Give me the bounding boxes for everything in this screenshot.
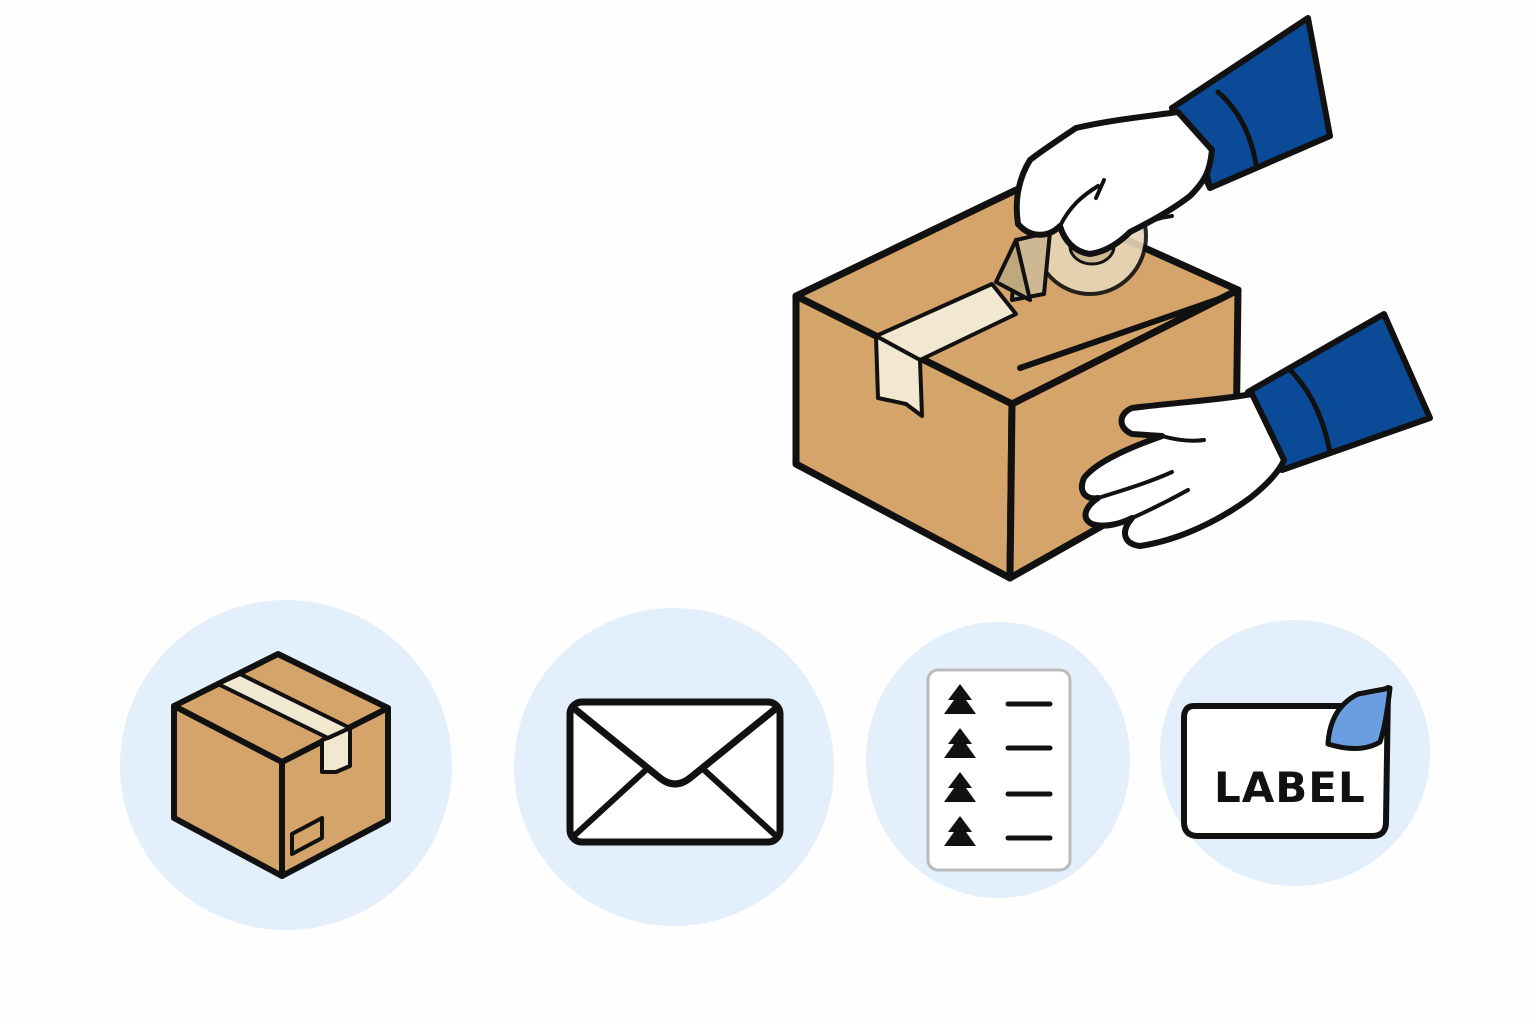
label-text: LABEL — [1214, 763, 1366, 812]
hero-illustration — [792, 15, 1433, 582]
lower-glove — [1078, 391, 1287, 549]
box-icon — [171, 651, 391, 879]
upper-glove — [1013, 109, 1215, 257]
packing-list-icon — [926, 668, 1072, 872]
envelope-icon — [566, 698, 784, 846]
shipping-label-icon: LABEL — [1181, 685, 1393, 839]
